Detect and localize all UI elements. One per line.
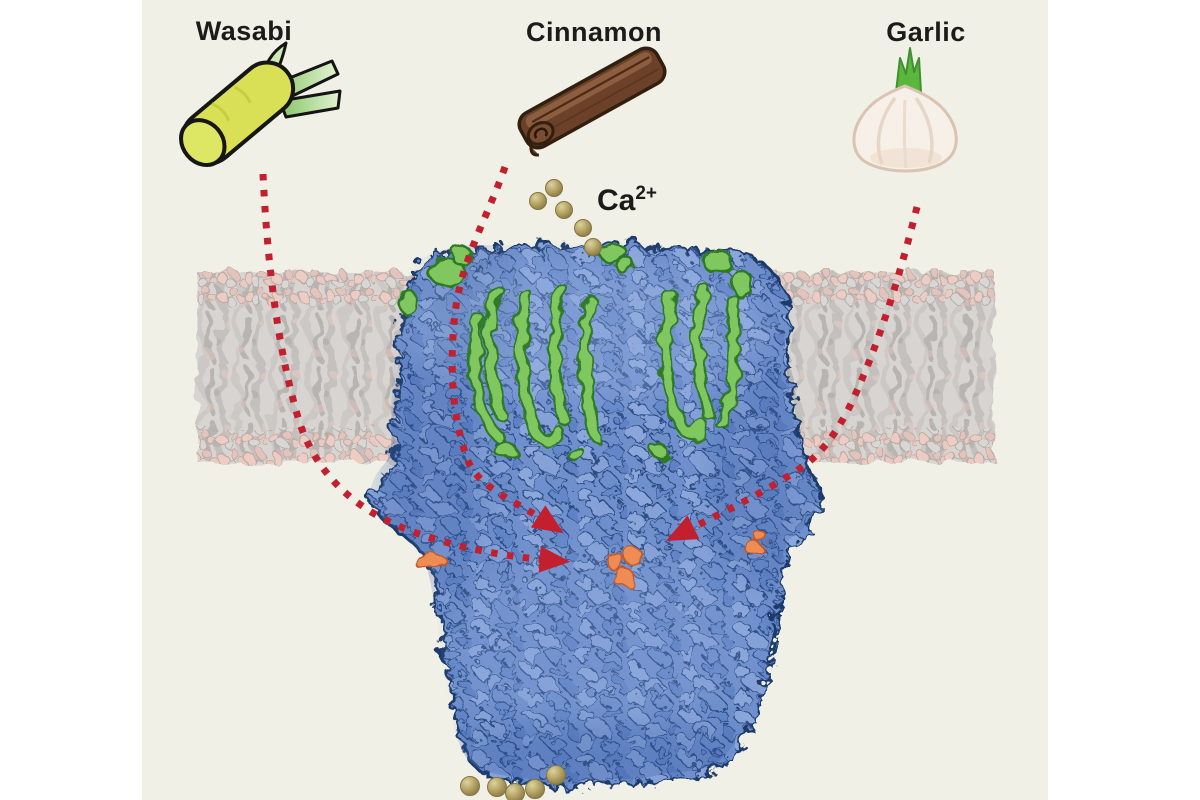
calcium-label: Ca2+: [597, 183, 657, 218]
calcium-ion-sphere: [505, 783, 525, 800]
green-lipid-ligands: [397, 240, 754, 461]
cinnamon-pathway-arrow: [448, 165, 564, 534]
calcium-ion-sphere: [584, 238, 602, 256]
cinnamon-label: Cinnamon: [526, 17, 662, 47]
compound-pathways: [259, 165, 921, 573]
calcium-ions-bottom: [460, 765, 566, 800]
calcium-ion-sphere: [529, 192, 547, 210]
wasabi-label: Wasabi: [195, 16, 293, 46]
green-surface-patches: [397, 240, 754, 461]
cinnamon-stick-icon: [517, 46, 667, 157]
wasabi-root-icon: [179, 41, 342, 168]
wasabi-pathway-arrow: [259, 173, 571, 573]
calcium-ion-sphere: [555, 201, 573, 219]
calcium-charge: 2+: [635, 183, 658, 204]
calcium-symbol: Ca: [597, 184, 636, 217]
calcium-ion-sphere: [545, 179, 563, 197]
calcium-ion-sphere: [525, 779, 545, 799]
calcium-ion-sphere: [460, 776, 480, 796]
garlic-bulb-icon: [852, 47, 958, 173]
binding-site-orange-markers: [415, 532, 769, 587]
calcium-ion-sphere: [546, 765, 566, 785]
garlic-label: Garlic: [886, 17, 966, 47]
calcium-ion-sphere: [574, 219, 592, 237]
calcium-ion-sphere: [487, 777, 507, 797]
calcium-ions-top: [529, 179, 602, 256]
